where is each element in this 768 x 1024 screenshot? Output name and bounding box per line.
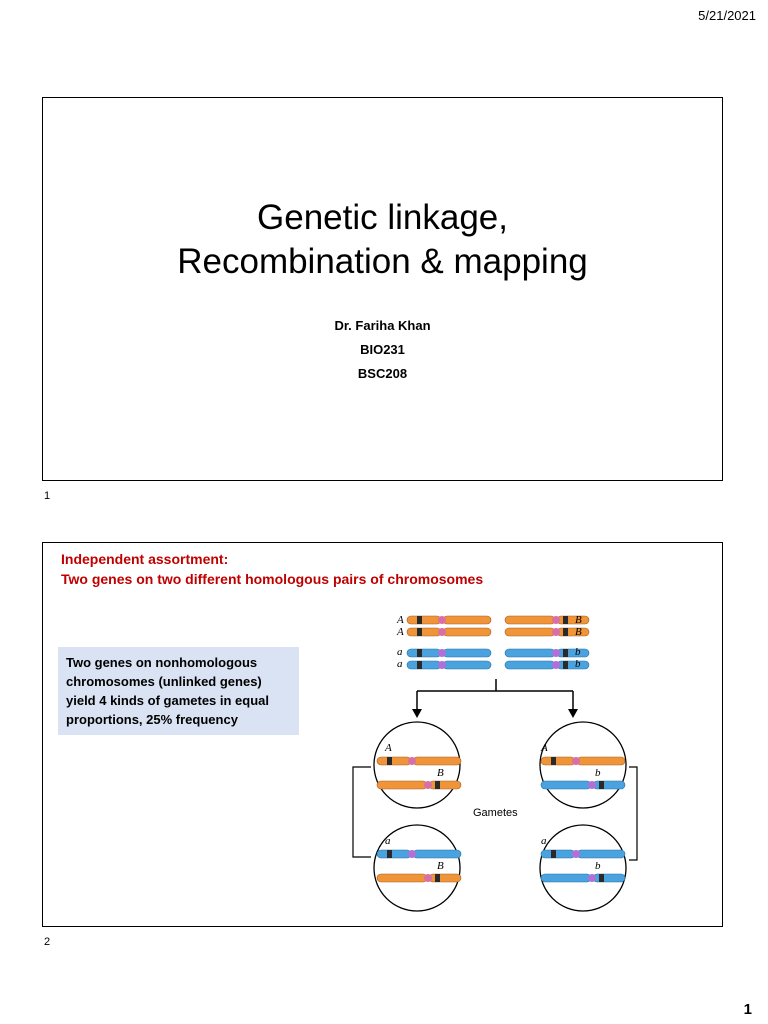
print-date: 5/21/2021 — [698, 8, 756, 23]
label-A: A — [396, 626, 404, 638]
label-a: a — [397, 646, 403, 658]
slide-title: Genetic linkage, Recombination & mapping — [43, 196, 722, 284]
parent-chromosome-A — [406, 615, 492, 637]
gamete-label-b: b — [595, 860, 601, 872]
gamete-aB — [373, 824, 461, 912]
title-line-2: Recombination & mapping — [177, 242, 588, 281]
info-line: yield 4 kinds of gametes in equal — [66, 693, 270, 708]
author-info: Dr. Fariha Khan BIO231 BSC208 — [43, 314, 722, 386]
gamete-brackets — [352, 766, 638, 861]
gamete-label-B: B — [437, 767, 444, 779]
info-line: Two genes on nonhomologous — [66, 655, 258, 670]
author-name: Dr. Fariha Khan — [334, 318, 431, 333]
label-B: B — [575, 614, 582, 626]
info-box: Two genes on nonhomologous chromosomes (… — [58, 647, 299, 735]
slide-number-2: 2 — [44, 936, 51, 948]
arrow-head-right — [568, 709, 578, 718]
gametes-label: Gametes — [473, 807, 518, 819]
parent-chromosome-a — [406, 648, 492, 670]
gamete-label-A: A — [540, 742, 548, 754]
label-b: b — [575, 658, 581, 670]
parent-chromosome-B — [504, 615, 590, 637]
slide-heading: Independent assortment: Two genes on two… — [61, 549, 483, 589]
gamete-label-a: a — [385, 835, 391, 847]
course-code-2: BSC208 — [357, 366, 408, 381]
gamete-label-a: a — [541, 835, 547, 847]
label-a: a — [397, 658, 403, 670]
heading-line-1: Independent assortment: — [61, 551, 229, 567]
info-line: chromosomes (unlinked genes) — [66, 674, 262, 689]
label-b: b — [575, 646, 581, 658]
gamete-label-A: A — [384, 742, 392, 754]
slide-2: Independent assortment: Two genes on two… — [42, 542, 723, 927]
slide-number-1: 1 — [44, 490, 51, 502]
gamete-label-B: B — [437, 860, 444, 872]
page-number: 1 — [743, 1001, 752, 1018]
slide-1: Genetic linkage, Recombination & mapping… — [42, 97, 723, 481]
course-code-1: BIO231 — [360, 342, 405, 357]
division-arrows — [416, 679, 574, 711]
label-A: A — [396, 614, 404, 626]
label-B: B — [575, 626, 582, 638]
independent-assortment-diagram: A A a a B B b b A B A b — [352, 614, 638, 912]
gamete-ab — [539, 824, 627, 912]
gamete-label-b: b — [595, 767, 601, 779]
arrow-head-left — [412, 709, 422, 718]
title-line-1: Genetic linkage, — [257, 198, 508, 237]
info-line: proportions, 25% frequency — [66, 712, 238, 727]
heading-line-2: Two genes on two different homologous pa… — [61, 571, 484, 587]
parent-chromosome-b — [504, 648, 590, 670]
